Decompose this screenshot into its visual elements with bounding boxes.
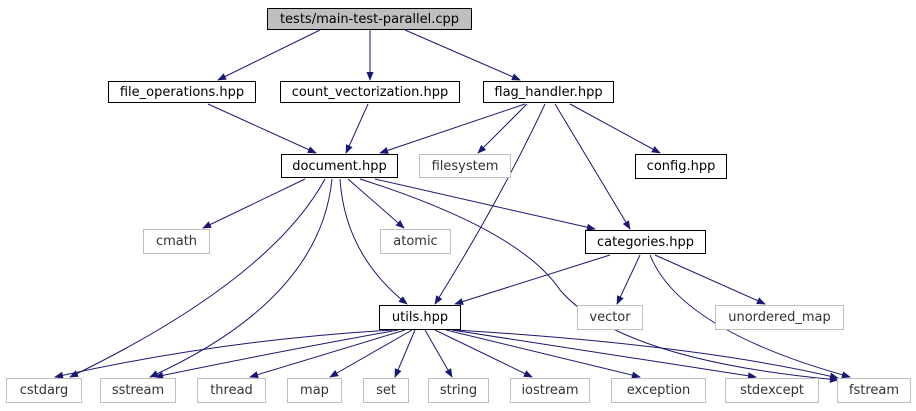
node-unordered-map[interactable]: unordered_map: [715, 305, 844, 330]
edge-utils-thread: [249, 329, 406, 379]
edge-countvec-document: [345, 103, 369, 154]
edge-utils-fstream: [454, 329, 839, 380]
edge-categories-utils: [454, 254, 611, 305]
node-cstdarg[interactable]: cstdarg: [6, 378, 82, 403]
edge-fileops-document: [207, 103, 317, 154]
edge-utils-cstdarg: [54, 329, 393, 379]
node-atomic[interactable]: atomic: [380, 229, 451, 254]
node-cmath[interactable]: cmath: [143, 229, 210, 254]
edge-main-fileops: [217, 29, 321, 81]
edge-flag-document: [379, 103, 526, 154]
edge-document-atomic: [347, 178, 405, 229]
node-flag-handler[interactable]: flag_handler.hpp: [483, 81, 614, 103]
edge-flag-filesystem: [477, 103, 528, 154]
node-utils[interactable]: utils.hpp: [379, 305, 461, 330]
edge-document-categories: [374, 178, 596, 231]
edge-utils-exception: [445, 329, 641, 379]
edge-document-cstdarg: [69, 178, 326, 378]
node-categories[interactable]: categories.hpp: [585, 230, 706, 254]
edge-document-sstream: [149, 178, 333, 378]
node-filesystem[interactable]: filesystem: [419, 154, 511, 178]
edge-utils-sstream: [154, 329, 399, 379]
node-count-vectorization[interactable]: count_vectorization.hpp: [280, 81, 460, 103]
node-map[interactable]: map: [287, 378, 342, 403]
edge-categories-unordered: [654, 254, 766, 305]
node-sstream[interactable]: sstream: [100, 378, 176, 403]
edge-document-cmath: [202, 178, 306, 229]
node-fstream[interactable]: fstream: [837, 378, 911, 403]
edge-utils-stdexcept: [451, 329, 757, 380]
node-vector[interactable]: vector: [577, 305, 643, 330]
edge-flag-config: [569, 103, 661, 154]
edge-document-fstream: [359, 178, 839, 383]
node-main-test-parallel[interactable]: tests/main-test-parallel.cpp: [267, 8, 472, 30]
edge-categories-vector: [616, 254, 641, 305]
edge-utils-set: [394, 329, 416, 378]
node-config[interactable]: config.hpp: [635, 154, 727, 179]
edge-main-flag: [404, 29, 521, 81]
node-string[interactable]: string: [428, 378, 489, 403]
node-set[interactable]: set: [363, 378, 409, 403]
node-file-operations[interactable]: file_operations.hpp: [108, 81, 256, 103]
node-exception[interactable]: exception: [611, 378, 706, 403]
edge-flag-utils: [434, 103, 546, 305]
edge-utils-iostream: [434, 329, 533, 378]
node-document[interactable]: document.hpp: [281, 154, 398, 178]
edge-flag-categories: [554, 103, 631, 230]
node-stdexcept[interactable]: stdexcept: [725, 378, 819, 403]
edge-utils-string: [424, 329, 453, 378]
node-thread[interactable]: thread: [197, 378, 266, 403]
edge-document-utils: [339, 178, 408, 305]
node-iostream[interactable]: iostream: [510, 378, 590, 403]
edge-utils-map: [329, 329, 413, 378]
